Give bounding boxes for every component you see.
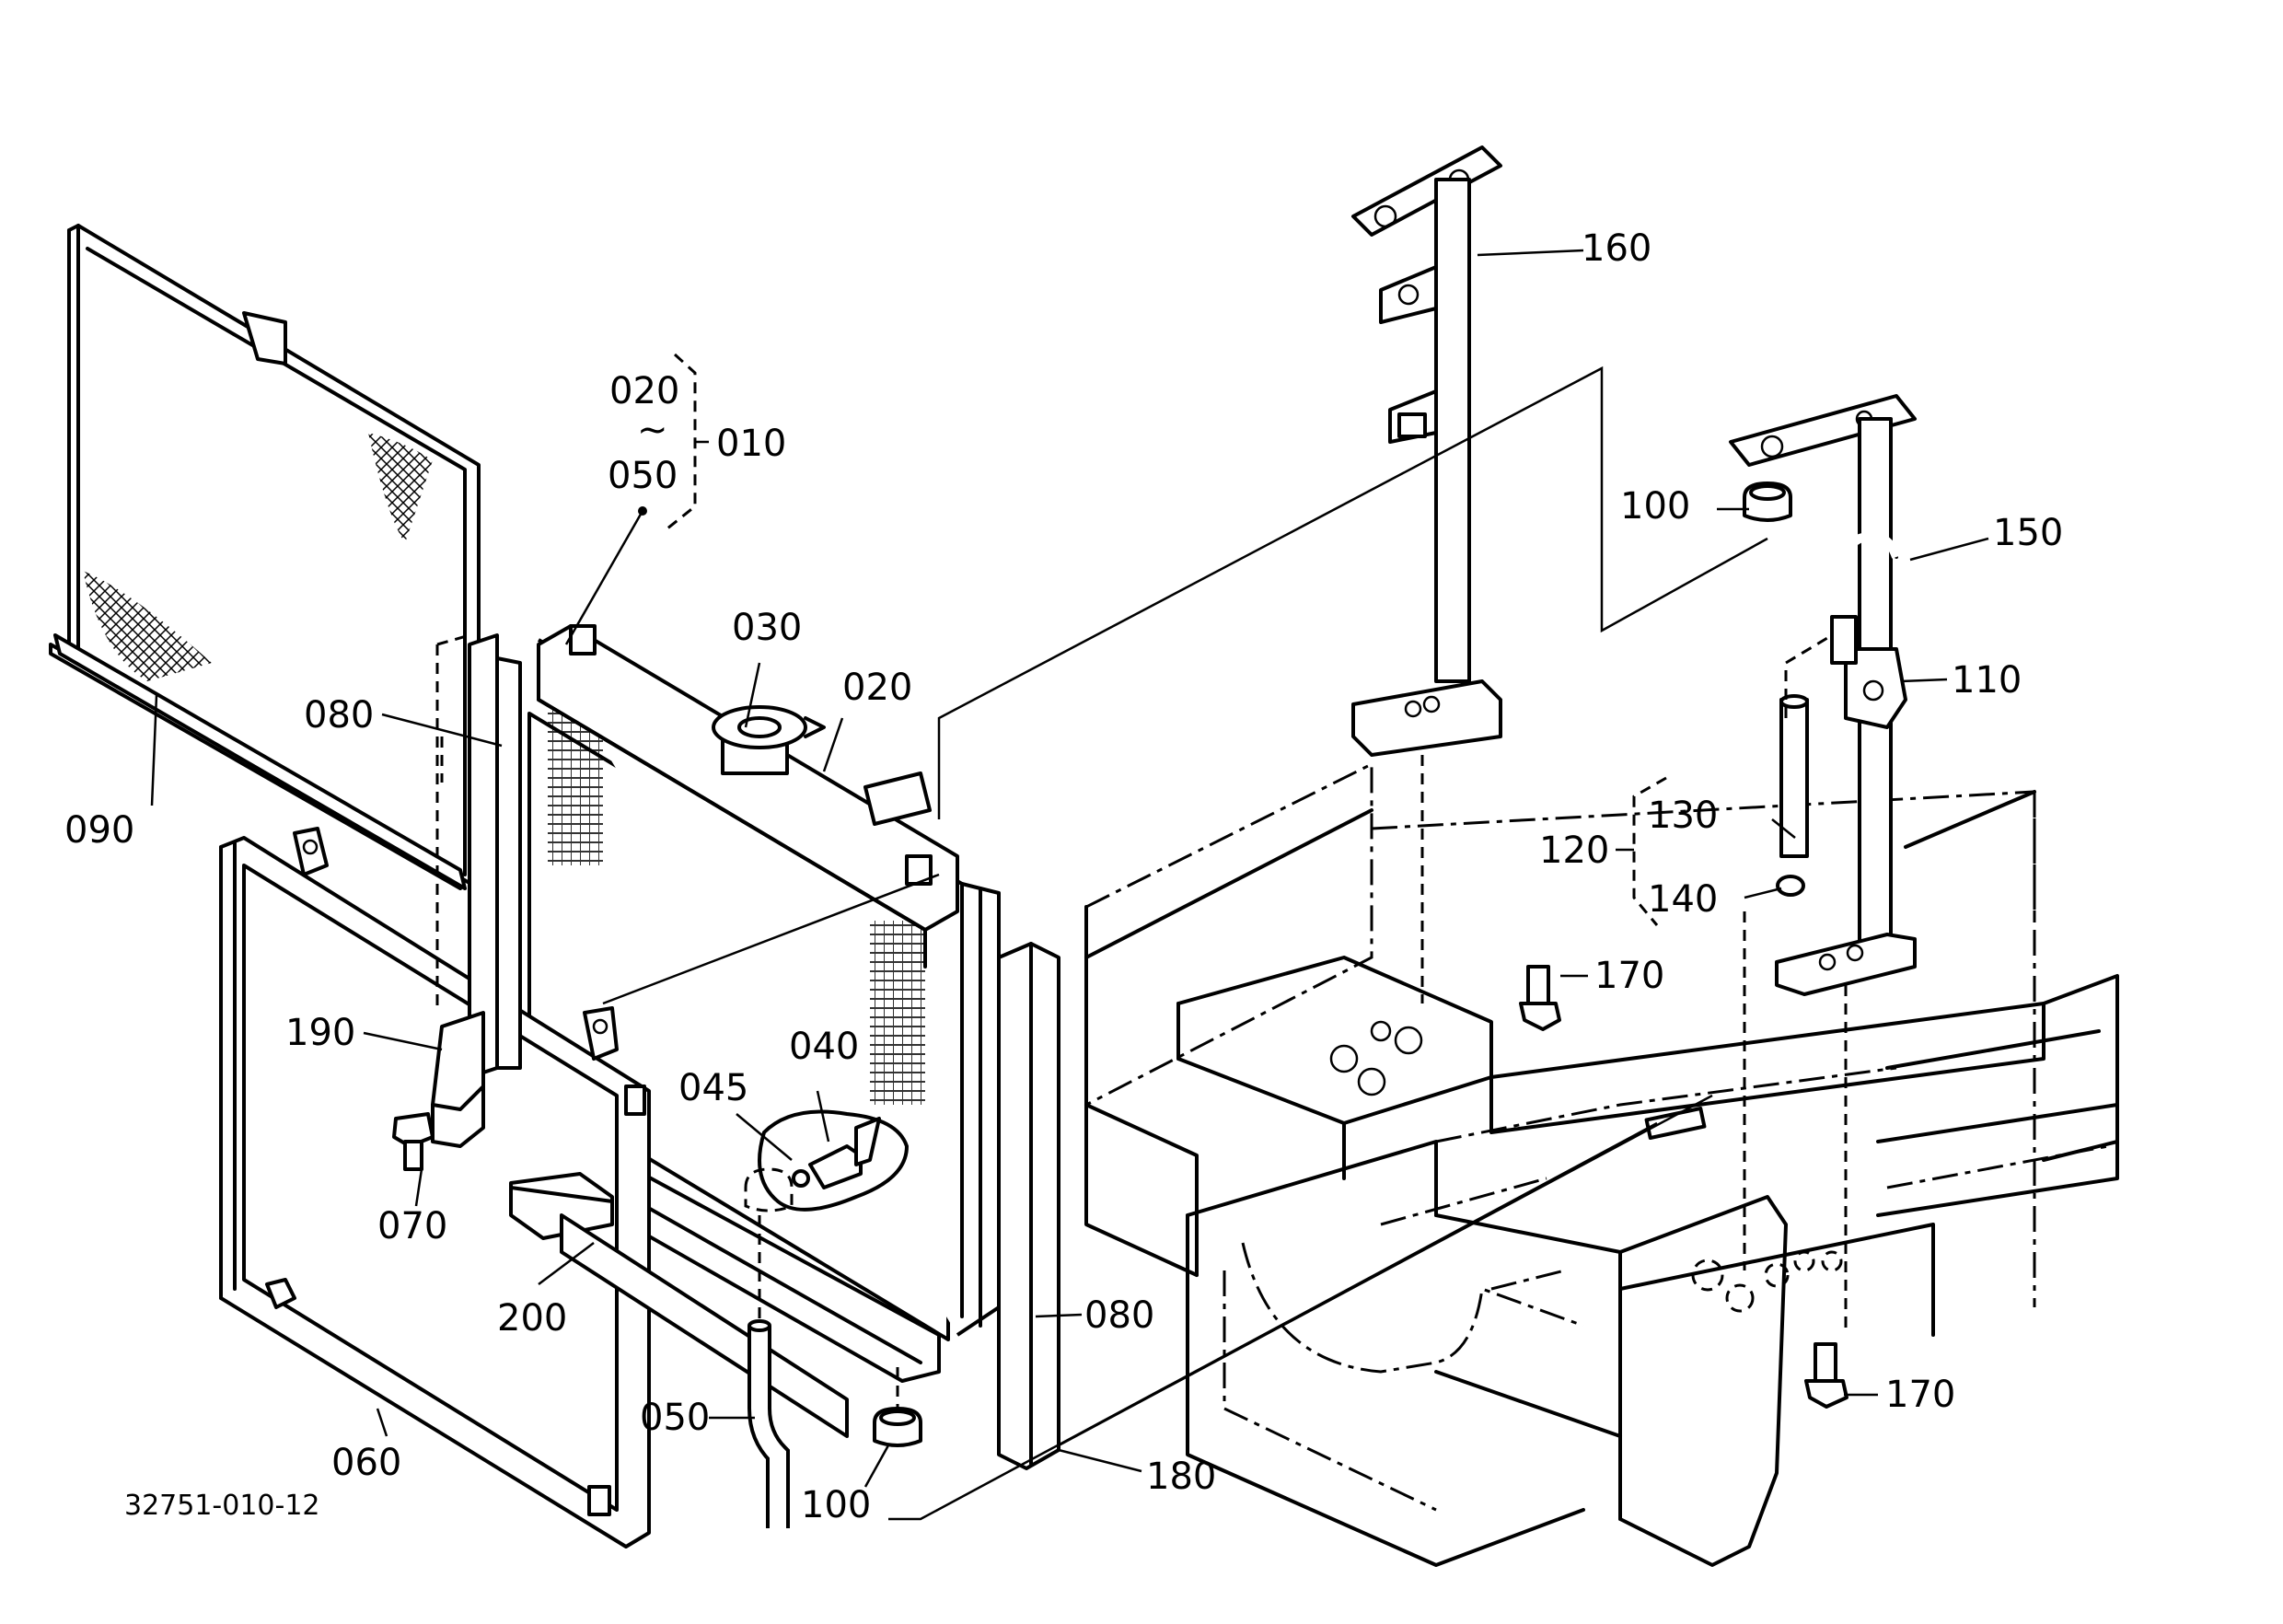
callout-050: 050	[640, 1397, 710, 1439]
callout-170-upper: 170	[1594, 955, 1664, 997]
chassis-frame	[1084, 761, 2119, 1567]
callout-190: 190	[285, 1012, 355, 1054]
callout-080-left: 080	[304, 694, 374, 737]
callout-100-lower: 100	[801, 1484, 871, 1526]
shroud-060	[219, 827, 651, 1549]
callout-070: 070	[377, 1205, 447, 1247]
seal-parts	[392, 633, 1060, 1470]
drawing-code: 32751-010-12	[124, 1490, 320, 1522]
drain-cock-040	[758, 1109, 909, 1212]
callout-060: 060	[331, 1442, 401, 1484]
callout-150: 150	[1993, 512, 2063, 554]
radiator-stay-110	[1519, 394, 1917, 1409]
callout-200: 200	[497, 1297, 567, 1340]
callout-020-range-start: 020	[609, 370, 679, 412]
callout-110: 110	[1952, 659, 2022, 702]
callout-range-tilde: ~	[637, 409, 668, 451]
screen-090	[49, 224, 481, 890]
callout-090: 090	[64, 809, 134, 852]
callout-020: 020	[842, 667, 912, 709]
callout-045: 045	[678, 1067, 748, 1109]
callout-180: 180	[1146, 1456, 1216, 1498]
radiator-stay-160	[1351, 145, 1502, 757]
callout-120: 120	[1539, 829, 1609, 872]
callout-170-lower: 170	[1885, 1374, 1955, 1416]
callout-160: 160	[1582, 227, 1651, 270]
callout-140: 140	[1648, 878, 1718, 921]
callout-labels: 160 150 110 100 130 120 140 170 170 020 …	[64, 227, 2063, 1526]
leader-lines	[150, 249, 1989, 1521]
callout-010: 010	[716, 423, 786, 465]
callout-050-range-end: 050	[608, 455, 678, 497]
callout-080-right: 080	[1084, 1294, 1154, 1337]
callout-030: 030	[732, 607, 802, 649]
callout-040: 040	[789, 1026, 859, 1068]
callout-100-upper: 100	[1620, 485, 1690, 528]
callout-130: 130	[1648, 795, 1718, 837]
lower-hose-050	[744, 1167, 922, 1528]
